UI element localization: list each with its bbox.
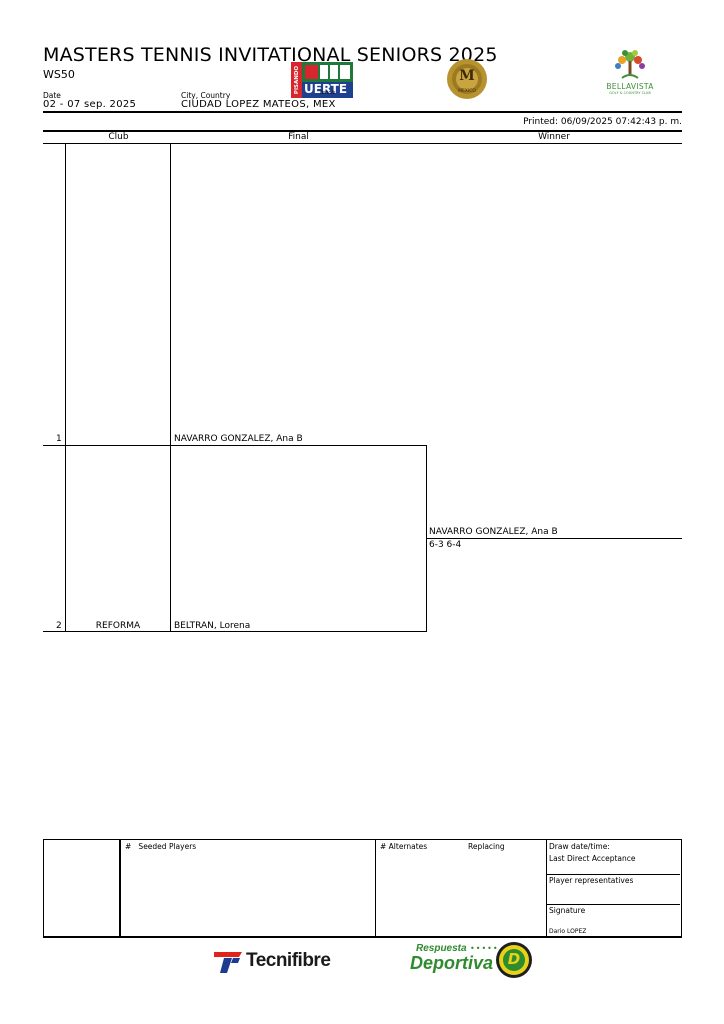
respuesta-bottom-text: Deportiva: [410, 953, 494, 973]
tecnifibre-mark-icon: [214, 952, 242, 973]
draw-datetime-label: Draw date/time:: [549, 842, 610, 851]
printed-timestamp: Printed: 06/09/2025 07:42:43 p. m.: [523, 117, 682, 127]
pisando-main-text: UERTE: [304, 82, 348, 96]
winner-line: [426, 538, 682, 539]
column-final: Final: [288, 132, 309, 142]
tournament-title: MASTERS TENNIS INVITATIONAL SENIORS 2025: [43, 44, 498, 66]
replacing-label: Replacing: [468, 842, 505, 851]
signature-name: Dario LOPEZ: [549, 928, 587, 935]
date-label: Date: [43, 91, 61, 100]
city-label: City, Country: [181, 91, 231, 100]
footer-divider-3: [546, 839, 547, 936]
club-column-divider: [170, 143, 171, 632]
draw-line-1: [43, 445, 427, 446]
bellavista-sub: GOLF & COUNTRY CLUB: [609, 91, 651, 95]
alternates-label: # Alternates: [380, 842, 428, 851]
tecnifibre-logo: Tecnifibre: [212, 948, 352, 976]
respuesta-dots-icon: •••••: [470, 944, 499, 953]
bellavista-name: BELLAVISTA: [606, 82, 654, 91]
seeded-players-label: # Seeded Players: [125, 842, 197, 851]
seed-column-divider: [65, 143, 66, 632]
medal-letter: M: [459, 68, 475, 84]
draw-seed-1: 1: [56, 434, 62, 444]
columns-bottom-rule: [43, 143, 682, 144]
draw-line-2: [43, 631, 427, 632]
medal-logo: M MEXICO: [446, 58, 488, 100]
respuesta-deportiva-logo: Respuesta ••••• Deportiva D: [410, 940, 534, 980]
city-value: CIUDAD LOPEZ MATEOS, MEX: [181, 99, 336, 110]
respuesta-top-text: Respuesta: [416, 943, 467, 954]
pisando-small-text: tennis: [320, 90, 336, 96]
respuesta-badge-icon: [496, 942, 532, 978]
bellavista-logo: BELLAVISTA GOLF & COUNTRY CLUB: [600, 48, 660, 96]
header-rule: [43, 111, 682, 113]
draw-player-2: BELTRAN, Lorena: [174, 621, 251, 631]
winner-score: 6-3 6-4: [429, 540, 462, 550]
medal-text: MEXICO: [458, 89, 476, 94]
respuesta-badge-letter: D: [507, 950, 521, 968]
date-value: 02 - 07 sep. 2025: [43, 99, 137, 110]
signature-label: Signature: [549, 906, 586, 915]
tree-icon: [615, 50, 645, 79]
pisando-fuerte-logo: PISANDO UERTE tennis: [291, 62, 353, 98]
draw-club-2: REFORMA: [95, 621, 141, 631]
winner-name: NAVARRO GONZALEZ, Ana B: [429, 527, 558, 537]
columns-top-rule: [43, 130, 682, 132]
last-direct-acceptance-label: Last Direct Acceptance: [549, 854, 636, 863]
column-winner: Winner: [538, 132, 570, 142]
pisando-vertical-text: PISANDO: [294, 65, 300, 95]
footer-divider-1: [119, 839, 121, 936]
draw-player-1: NAVARRO GONZALEZ, Ana B: [174, 434, 303, 444]
footer-box: [43, 839, 682, 938]
draw-seed-2: 2: [56, 621, 62, 631]
event-code: WS50: [43, 68, 75, 81]
tecnifibre-text: Tecnifibre: [246, 950, 331, 971]
footer-divider-2: [375, 839, 376, 936]
player-representatives-label: Player representatives: [549, 876, 634, 885]
footer-hrule-2: [546, 904, 680, 905]
footer-hrule-1: [546, 874, 680, 875]
column-club: Club: [108, 132, 129, 142]
